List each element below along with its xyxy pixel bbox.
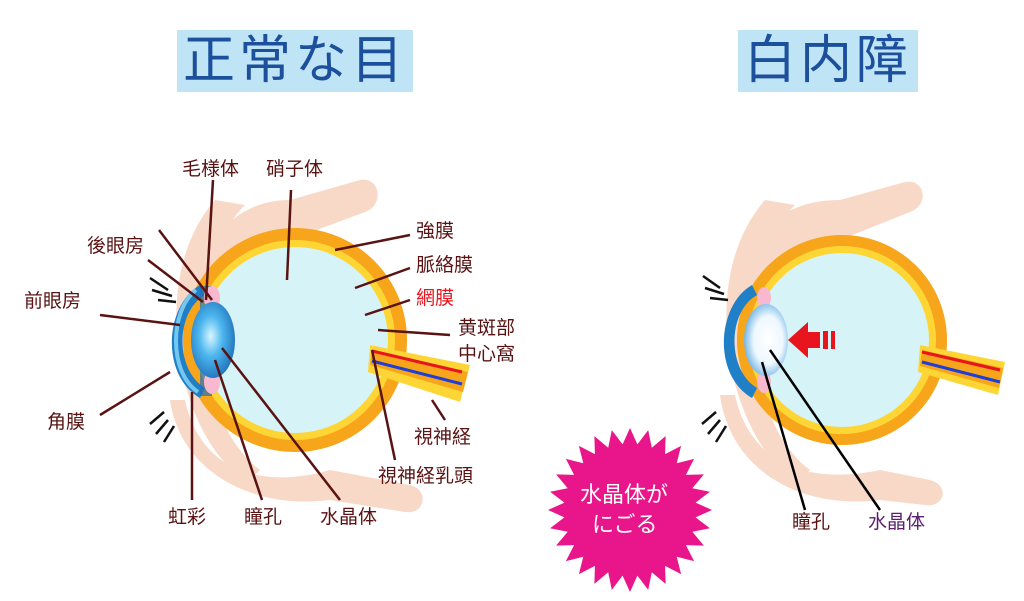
title-cataract: 白内障 bbox=[738, 30, 919, 92]
vitreous-body bbox=[202, 247, 388, 433]
label-choroid: 脈絡膜 bbox=[416, 254, 473, 276]
normal-eye: 毛様体 硝子体 後眼房 前眼房 強膜 脈絡膜 網膜 黄斑部 中心窩 角膜 視神経… bbox=[24, 158, 515, 528]
upper-eyelid bbox=[190, 179, 378, 330]
starburst-shape bbox=[548, 428, 712, 592]
label-fovea: 中心窩 bbox=[458, 343, 515, 365]
label-posterior-chamber: 後眼房 bbox=[87, 235, 144, 257]
burst-text-line2: にごる bbox=[592, 513, 658, 538]
label-retina: 網膜 bbox=[416, 287, 454, 309]
label-ciliary-body: 毛様体 bbox=[182, 158, 239, 180]
label-lens: 水晶体 bbox=[320, 506, 377, 528]
cataract-burst: 水晶体が にごる bbox=[548, 428, 712, 592]
lower-eyelid bbox=[170, 400, 423, 513]
cataract-lower-eyelid bbox=[720, 395, 943, 506]
label-optic-disc: 視神経乳頭 bbox=[378, 465, 473, 487]
label-optic-nerve: 視神経 bbox=[414, 426, 471, 448]
label-anterior-chamber: 前眼房 bbox=[24, 290, 81, 312]
burst-text-line1: 水晶体が bbox=[580, 483, 668, 508]
cataract-label-lens: 水晶体 bbox=[868, 511, 925, 533]
label-macula: 黄斑部 bbox=[458, 317, 515, 339]
cataract-upper-eyelid bbox=[740, 181, 923, 320]
arrow-icon bbox=[788, 322, 820, 358]
cataract-vitreous bbox=[755, 253, 929, 427]
label-iris: 虹彩 bbox=[168, 506, 206, 528]
skin-back bbox=[176, 200, 260, 480]
cataract-label-pupil: 瞳孔 bbox=[792, 511, 830, 533]
cataract-eye: 瞳孔 水晶体 bbox=[701, 181, 1005, 533]
label-pupil: 瞳孔 bbox=[244, 506, 282, 528]
label-vitreous: 硝子体 bbox=[266, 158, 323, 180]
lens bbox=[191, 302, 235, 378]
label-cornea: 角膜 bbox=[47, 411, 85, 433]
title-normal-eye: 正常な目 bbox=[177, 30, 414, 92]
label-sclera: 強膜 bbox=[416, 220, 454, 242]
